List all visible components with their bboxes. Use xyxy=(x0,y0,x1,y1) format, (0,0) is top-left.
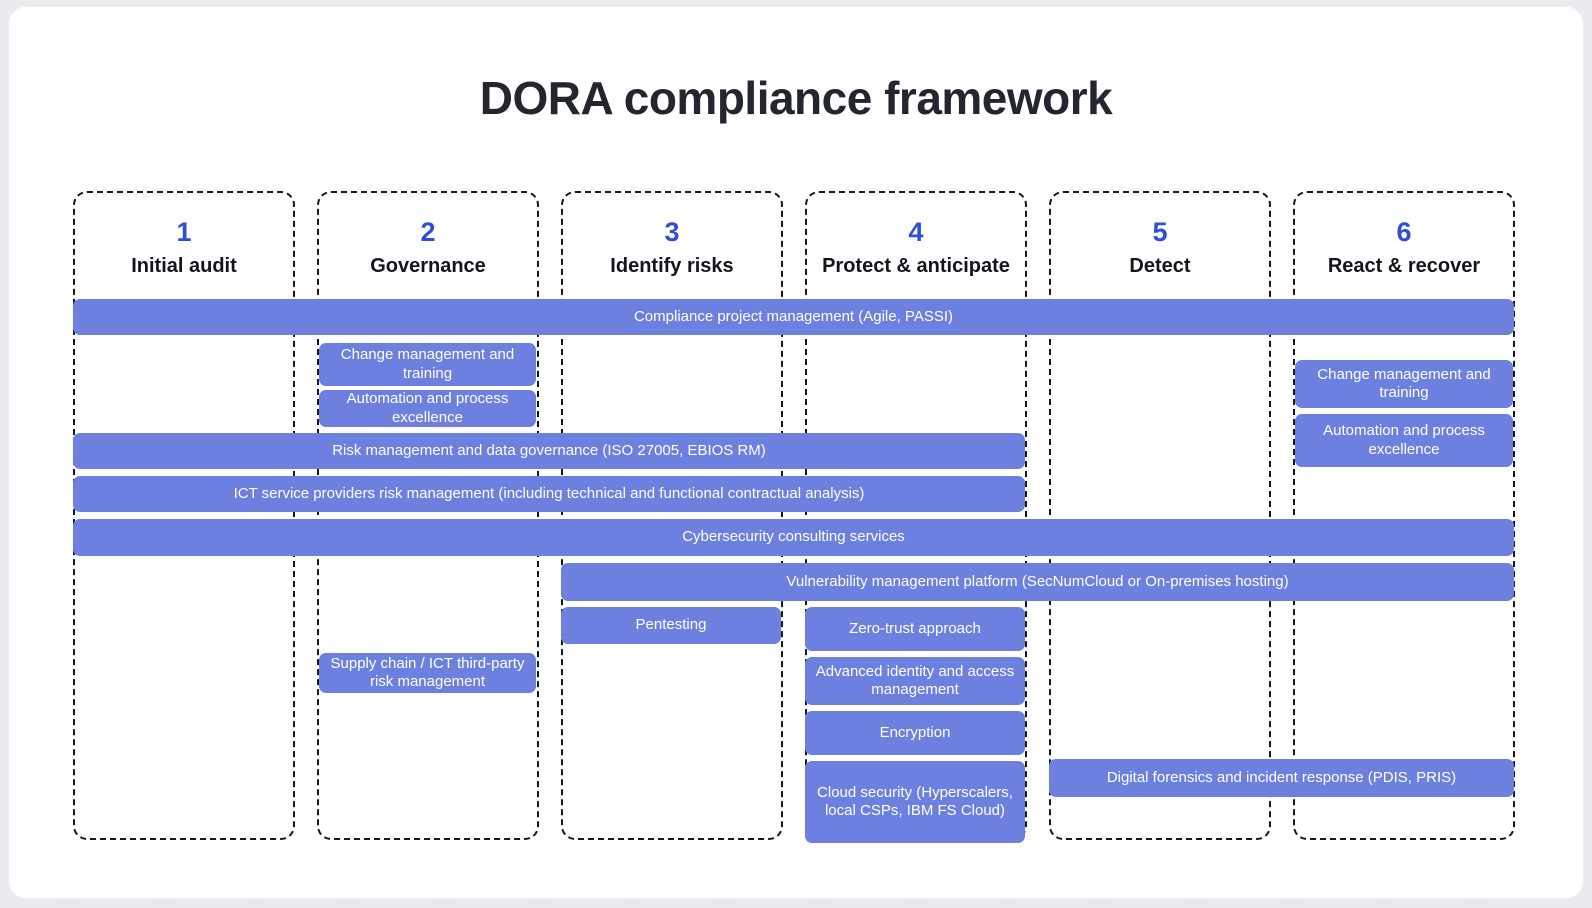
bar-label: Encryption xyxy=(879,723,951,741)
phase-label: React & recover xyxy=(1327,255,1481,277)
bar-label: Risk management and data governance (ISO… xyxy=(332,441,766,459)
bar-label: Advanced identity and access management xyxy=(815,662,1015,698)
page-title: DORA compliance framework xyxy=(479,72,1113,124)
bar-label: Compliance project management (Agile, PA… xyxy=(633,307,954,325)
phase-number: 6 xyxy=(1396,217,1412,247)
phase-label: Governance xyxy=(370,255,486,277)
phase-number: 3 xyxy=(664,217,680,247)
bar-label: Cybersecurity consulting services xyxy=(682,528,905,546)
bar-change-management-training-governance: Change management and training xyxy=(319,343,536,386)
phase-number: 5 xyxy=(1152,217,1168,247)
bar-label: Zero-trust approach xyxy=(849,619,981,637)
cutoff-next-row-dashes xyxy=(55,900,1555,905)
bar-change-management-training-react: Change management and training xyxy=(1295,360,1513,408)
bar-label: Cloud security (Hyperscalers, local CSPs… xyxy=(817,783,1013,819)
phase-label: Protect & anticipate xyxy=(822,255,1010,277)
bar-cloud-security: Cloud security (Hyperscalers, local CSPs… xyxy=(805,761,1025,843)
bar-ict-service-providers-risk-management: ICT service providers risk management (i… xyxy=(73,476,1025,512)
phase-label: Initial audit xyxy=(131,255,237,277)
bar-supply-chain-ict-third-party-risk-management: Supply chain / ICT third-party risk mana… xyxy=(319,653,536,693)
phase-number: 2 xyxy=(420,217,436,247)
bar-label: Pentesting xyxy=(635,616,707,634)
bar-compliance-project-management: Compliance project management (Agile, PA… xyxy=(73,299,1514,335)
phase-label: Detect xyxy=(1129,255,1191,277)
bar-pentesting: Pentesting xyxy=(561,607,781,644)
bar-automation-process-excellence-react: Automation and process excellence xyxy=(1295,414,1513,467)
bar-cybersecurity-consulting-services: Cybersecurity consulting services xyxy=(73,519,1514,556)
bar-label: ICT service providers risk management (i… xyxy=(233,484,865,502)
bar-label: Automation and process excellence xyxy=(1323,422,1485,458)
bar-label: Change management and training xyxy=(1317,365,1491,401)
phase-label: Identify risks xyxy=(610,255,734,277)
bar-vulnerability-management-platform: Vulnerability management platform (SecNu… xyxy=(561,563,1514,601)
bar-encryption: Encryption xyxy=(805,711,1025,755)
bar-label: Automation and process excellence xyxy=(346,390,509,426)
bar-label: Digital forensics and incident response … xyxy=(1106,768,1457,786)
bar-label: Change management and training xyxy=(340,346,515,382)
bar-zero-trust-approach: Zero-trust approach xyxy=(805,607,1025,651)
phase-number: 1 xyxy=(176,217,192,247)
bar-advanced-identity-access-management: Advanced identity and access management xyxy=(805,657,1025,705)
bar-digital-forensics-incident-response: Digital forensics and incident response … xyxy=(1049,759,1514,797)
bar-automation-process-excellence-governance: Automation and process excellence xyxy=(319,390,536,427)
phase-number: 4 xyxy=(908,217,924,247)
bar-risk-management-data-governance: Risk management and data governance (ISO… xyxy=(73,433,1025,469)
bar-label: Supply chain / ICT third-party risk mana… xyxy=(330,654,525,690)
bar-label: Vulnerability management platform (SecNu… xyxy=(786,572,1289,590)
